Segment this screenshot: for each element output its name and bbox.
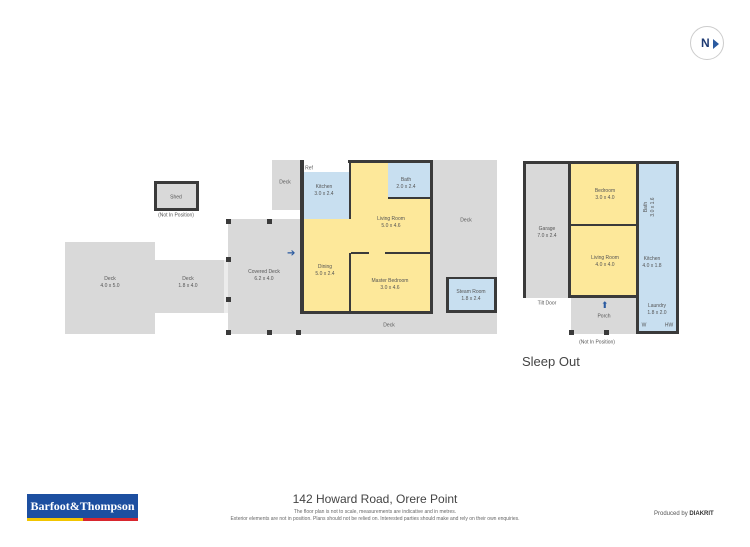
- room-master-bedroom: [350, 254, 432, 312]
- room-deck-bottom: [300, 312, 497, 334]
- room-garage: [523, 161, 571, 298]
- post: [604, 330, 609, 335]
- north-label: N: [701, 36, 710, 50]
- washer-label: W: [641, 322, 647, 329]
- ref-area: [300, 160, 352, 170]
- post: [226, 330, 231, 335]
- wall: [300, 160, 304, 314]
- wall: [636, 161, 639, 334]
- entry-arrow-icon: ⬆: [601, 300, 609, 310]
- sleep-out-note: (Not In Position): [579, 339, 615, 346]
- room-deck-left: [65, 242, 155, 334]
- entry-arrow-icon: ➔: [287, 248, 296, 259]
- room-porch: [571, 298, 638, 334]
- post: [226, 257, 231, 262]
- room-bedroom: [571, 161, 638, 226]
- room-kitchen: [302, 172, 350, 219]
- produced-by: Produced by DIAKRIT: [654, 511, 714, 517]
- wall: [351, 252, 369, 254]
- room-deck-middle: [155, 260, 228, 313]
- ref-label: Ref: [305, 165, 313, 172]
- post: [267, 219, 272, 224]
- shed-note: (Not In Position): [158, 212, 194, 219]
- room-laundry: [638, 298, 679, 334]
- room-covered-deck: [228, 219, 300, 334]
- property-address: 142 Howard Road, Orere Point: [292, 492, 458, 506]
- wall: [349, 253, 351, 311]
- room-bath: [638, 161, 679, 223]
- room-bath: [388, 162, 432, 199]
- deck-top-label: Deck: [279, 179, 291, 186]
- deck-bottom-label: Deck: [383, 322, 395, 329]
- disclaimer-line-2: Exterior elements are not in position. P…: [230, 516, 520, 522]
- wall: [300, 311, 433, 314]
- wall: [388, 197, 431, 199]
- shed-label: Shed: [170, 194, 182, 201]
- deck-right-label: Deck: [460, 217, 472, 224]
- tilt-door-label: Tilt Door: [537, 300, 557, 307]
- wall: [385, 252, 431, 254]
- room-living-room: [571, 226, 638, 298]
- room-dining: [302, 219, 350, 312]
- post: [569, 330, 574, 335]
- room-shed: [154, 181, 199, 211]
- wall: [349, 163, 351, 219]
- room-steam-room: [446, 277, 497, 313]
- room-deck-top: [272, 160, 300, 210]
- porch-label: Porch: [597, 313, 611, 320]
- wall: [348, 160, 431, 163]
- north-arrow-icon: [713, 39, 719, 49]
- brand-logo: Barfoot&Thompson: [27, 494, 138, 521]
- post: [267, 330, 272, 335]
- room-kitchen: [638, 223, 679, 298]
- post: [226, 297, 231, 302]
- sleep-out-title: Sleep Out: [522, 354, 580, 369]
- disclaimer-line-1: The floor plan is not to scale, measurem…: [293, 509, 457, 515]
- hot-water-label: HW: [664, 322, 674, 329]
- post: [226, 219, 231, 224]
- post: [296, 330, 301, 335]
- wall: [430, 160, 433, 314]
- north-compass: N: [690, 26, 724, 60]
